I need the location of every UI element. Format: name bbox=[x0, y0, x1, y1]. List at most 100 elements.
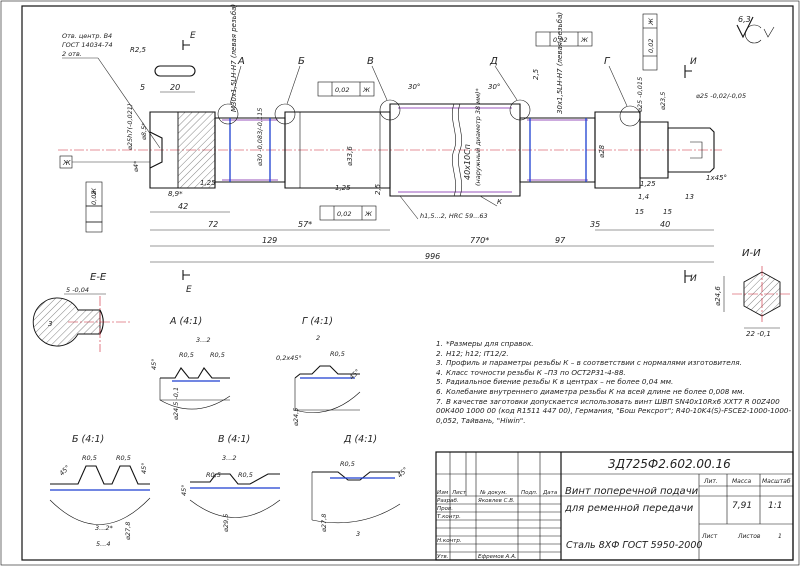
callout-circle-b bbox=[274, 103, 296, 125]
svg-text:3...2: 3...2 bbox=[196, 336, 210, 344]
svg-text:⌀4*: ⌀4* bbox=[132, 160, 140, 172]
svg-text:Б (4:1): Б (4:1) bbox=[72, 434, 104, 445]
svg-text:Дата: Дата bbox=[542, 490, 558, 496]
svg-text:57*: 57* bbox=[298, 220, 312, 229]
svg-text:Н.контр.: Н.контр. bbox=[437, 538, 462, 544]
shaft-outline bbox=[149, 99, 715, 197]
detail-a: А (4:1) R0,5 R0,5 3...2 45° ⌀24,5 -0,1 bbox=[150, 316, 231, 420]
svg-text:3...2*: 3...2* bbox=[95, 524, 113, 532]
svg-text:45°: 45° bbox=[150, 358, 158, 370]
svg-text:Лит.: Лит. bbox=[703, 478, 718, 485]
svg-text:R0,5: R0,5 bbox=[210, 351, 225, 359]
svg-text:2,5: 2,5 bbox=[374, 183, 382, 195]
svg-text:R0,5: R0,5 bbox=[340, 460, 355, 468]
svg-text:3: 3 bbox=[356, 530, 360, 538]
svg-text:6,3: 6,3 bbox=[738, 15, 751, 24]
tolerance-frame-1: 0,02 Ж bbox=[85, 181, 103, 233]
svg-text:0,02: 0,02 bbox=[337, 210, 351, 218]
svg-text:Е-Е: Е-Е bbox=[90, 272, 107, 283]
svg-text:Е: Е bbox=[186, 285, 192, 295]
svg-text:0,02: 0,02 bbox=[553, 36, 567, 44]
detail-g: Г (4:1) 0,2х45° 2 R0,5 45° ⌀24,5 bbox=[276, 316, 362, 426]
inner-frame bbox=[21, 5, 794, 561]
svg-text:Г (4:1): Г (4:1) bbox=[302, 316, 333, 327]
svg-text:15: 15 bbox=[663, 208, 672, 216]
note-item: 2.H12; h12; IT12/2. bbox=[436, 348, 509, 358]
svg-text:0,02: 0,02 bbox=[90, 191, 98, 205]
svg-text:15: 15 bbox=[635, 208, 644, 216]
material: Сталь 8ХФ ГОСТ 5950-2000 bbox=[566, 540, 702, 551]
svg-text:1:1: 1:1 bbox=[768, 501, 782, 511]
svg-text:R0,5: R0,5 bbox=[206, 471, 221, 479]
svg-text:⌀29,5: ⌀29,5 bbox=[222, 514, 230, 532]
svg-text:Ефремов А.А.: Ефремов А.А. bbox=[478, 554, 517, 560]
detail-callouts: А Б В Д Г bbox=[229, 56, 628, 107]
detail-b: Б (4:1) R0,5 R0,5 3...2* 5...4 45° 45° ⌀… bbox=[49, 434, 151, 548]
note-item: 7.В качестве заготовки допускается испол… bbox=[436, 396, 792, 425]
svg-text:8,9*: 8,9* bbox=[168, 190, 183, 198]
svg-text:5...4: 5...4 bbox=[96, 540, 110, 548]
technical-notes: 1.*Размеры для справок. 2.H12; h12; IT12… bbox=[436, 339, 792, 425]
drawing-number: 3Д725Ф2.602.00.16 bbox=[608, 457, 731, 471]
svg-text:Ж: Ж bbox=[362, 86, 371, 94]
svg-text:Яковлев С.В.: Яковлев С.В. bbox=[477, 498, 515, 504]
svg-text:Масса: Масса bbox=[732, 478, 751, 485]
note-item: 4.Класс точности резьбы К –П3 по ОСТ2Р31… bbox=[436, 367, 626, 377]
svg-text:R0,5: R0,5 bbox=[82, 454, 97, 462]
svg-text:2: 2 bbox=[316, 334, 320, 342]
svg-text:Г: Г bbox=[604, 56, 611, 67]
svg-text:⌀8,5*: ⌀8,5* bbox=[140, 122, 148, 140]
left-section-hatch bbox=[177, 111, 216, 189]
svg-text:⌀33,6: ⌀33,6 bbox=[346, 146, 354, 166]
section-e-e: Е-Е 5 -0,04 3 bbox=[32, 272, 130, 352]
svg-text:1: 1 bbox=[778, 533, 782, 540]
svg-text:Отв. центр. В4: Отв. центр. В4 bbox=[62, 32, 112, 40]
svg-text:Т.контр.: Т.контр. bbox=[437, 514, 461, 520]
callout-circle-d bbox=[509, 99, 531, 121]
svg-text:⌀28: ⌀28 bbox=[598, 144, 606, 158]
svg-text:⌀30 -0,083/-0,115: ⌀30 -0,083/-0,115 bbox=[256, 108, 264, 166]
svg-text:И-И: И-И bbox=[742, 248, 761, 259]
tolerance-frame-5: 0,02 Ж bbox=[642, 13, 658, 71]
svg-text:(наружный диаметр 38 мм)*: (наружный диаметр 38 мм)* bbox=[474, 87, 482, 186]
svg-text:770*: 770* bbox=[470, 236, 489, 245]
svg-text:R0,5: R0,5 bbox=[179, 351, 194, 359]
section-cut-i: И И bbox=[684, 57, 697, 284]
svg-text:№ докум.: № докум. bbox=[479, 490, 507, 496]
svg-text:Листов: Листов bbox=[737, 533, 761, 540]
datum-zh: Ж bbox=[59, 155, 150, 169]
svg-text:Ж: Ж bbox=[580, 36, 589, 44]
svg-text:⌀24,6: ⌀24,6 bbox=[714, 286, 722, 306]
svg-text:В (4:1): В (4:1) bbox=[218, 434, 250, 445]
callout-circle-v bbox=[379, 99, 401, 121]
svg-text:Пров.: Пров. bbox=[437, 506, 453, 512]
detail-d: Д (4:1) R0,5 45° 3 ⌀27,8 bbox=[311, 434, 410, 538]
svg-text:7,91: 7,91 bbox=[732, 501, 752, 511]
callout-circle-g bbox=[619, 105, 641, 127]
detail-v: В (4:1) 3...2 R0,5 R0,5 45° ⌀29,5 bbox=[180, 434, 281, 532]
svg-text:1х45°: 1х45° bbox=[706, 174, 727, 182]
svg-text:Е: Е bbox=[190, 31, 196, 41]
svg-text:Изм: Изм bbox=[437, 490, 448, 496]
svg-text:Ж: Ж bbox=[647, 17, 655, 26]
section-i-i: И-И ⌀24,6 22 -0,1 bbox=[714, 248, 792, 338]
svg-text:⌀25 -0,015: ⌀25 -0,015 bbox=[636, 77, 644, 112]
svg-text:И: И bbox=[690, 57, 697, 67]
svg-text:А (4:1): А (4:1) bbox=[169, 316, 202, 327]
tolerance-frame-2: 0,02 Ж bbox=[317, 81, 375, 97]
svg-text:Ж: Ж bbox=[90, 187, 98, 196]
svg-text:⌀27,8: ⌀27,8 bbox=[124, 522, 132, 540]
svg-text:40: 40 bbox=[660, 220, 670, 229]
diameter-labels: ⌀25h7(-0,021) ⌀8,5* ⌀4* M30х1,5LH-H7 (ле… bbox=[126, 4, 746, 220]
svg-text:Ж: Ж bbox=[62, 159, 71, 167]
section-cut-e: Е Е bbox=[154, 31, 196, 295]
svg-text:И: И bbox=[690, 274, 697, 284]
svg-text:45°: 45° bbox=[180, 484, 188, 496]
svg-text:996: 996 bbox=[425, 252, 440, 261]
svg-text:45°: 45° bbox=[348, 368, 362, 382]
svg-text:1,4: 1,4 bbox=[638, 193, 649, 201]
horizontal-dimensions: 996 129 770* 97 72 57* 42 8,9* 35 40 15 … bbox=[130, 46, 727, 263]
svg-text:2 отв.: 2 отв. bbox=[62, 50, 82, 58]
